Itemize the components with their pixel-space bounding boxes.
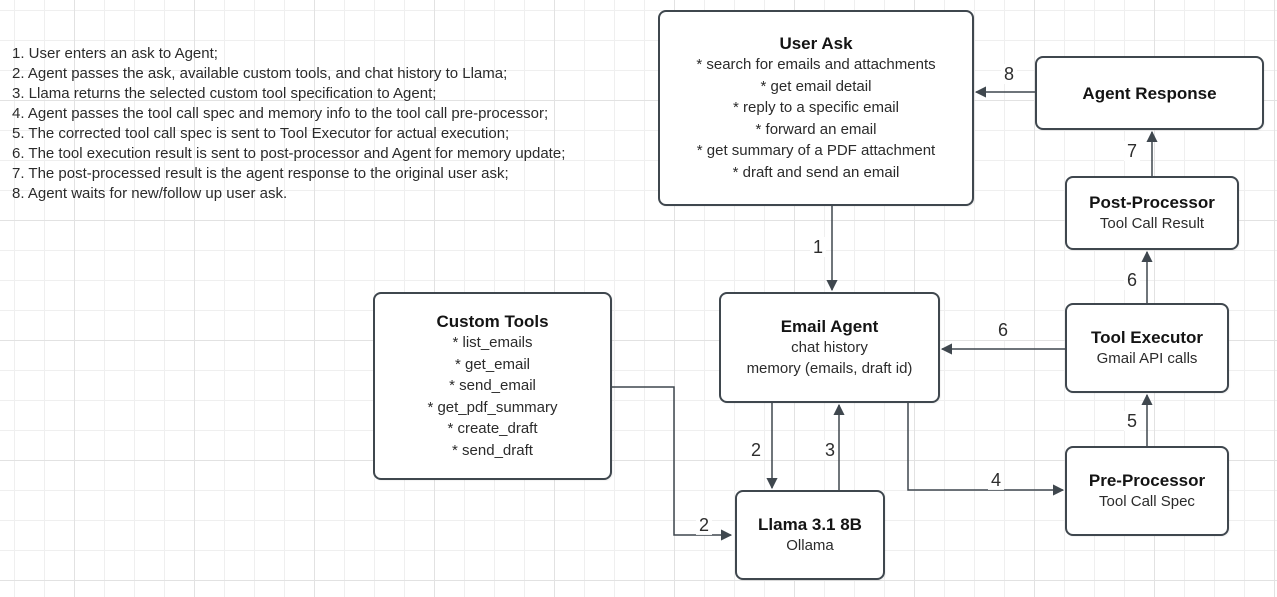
note-line: 1. User enters an ask to Agent; [12, 45, 218, 62]
note-line: 7. The post-processed result is the agen… [12, 165, 509, 182]
node-title: Llama 3.1 8B [758, 514, 862, 534]
custom-tool-item: * get_pdf_summary [427, 398, 558, 416]
edge-label-step7: 7 [1123, 141, 1141, 161]
edge-label-step6-agent: 6 [994, 320, 1012, 340]
edge-label-step3: 3 [821, 440, 839, 460]
note-line: 6. The tool execution result is sent to … [12, 145, 566, 162]
user-ask-item: * search for emails and attachments [696, 56, 936, 73]
node-title: User Ask [779, 34, 853, 53]
node-tool-executor[interactable]: Tool Executor Gmail API calls [1065, 303, 1229, 393]
node-subtitle: Tool Call Spec [1099, 492, 1195, 510]
node-title: Post-Processor [1089, 192, 1215, 212]
node-title: Tool Executor [1090, 327, 1204, 347]
node-user-ask[interactable]: User Ask * search for emails and attachm… [658, 10, 974, 206]
edge-label-step4: 4 [987, 470, 1005, 490]
custom-tool-item: * send_draft [452, 441, 533, 459]
note-line: 2. Agent passes the ask, available custo… [12, 65, 508, 82]
node-pre-processor[interactable]: Pre-Processor Tool Call Spec [1065, 446, 1229, 536]
user-ask-item: * reply to a specific email [733, 99, 899, 116]
node-title: Pre-Processor [1088, 470, 1206, 490]
node-custom-tools[interactable]: Custom Tools * list_emails * get_email *… [373, 292, 612, 480]
node-email-agent[interactable]: Email Agent chat history memory (emails,… [719, 292, 940, 403]
note-line: 5. The corrected tool call spec is sent … [12, 125, 510, 142]
node-llama[interactable]: Llama 3.1 8B Ollama [735, 490, 885, 580]
node-post-processor[interactable]: Post-Processor Tool Call Result [1065, 176, 1239, 250]
node-title: Agent Response [1082, 83, 1217, 103]
note-line: 3. Llama returns the selected custom too… [12, 85, 437, 102]
note-line: 8. Agent waits for new/follow up user as… [12, 185, 288, 202]
node-subtitle: Gmail API calls [1096, 349, 1198, 367]
user-ask-item: * forward an email [755, 120, 877, 138]
email-agent-line: chat history [791, 338, 868, 356]
note-line: 4. Agent passes the tool call spec and m… [12, 105, 549, 122]
edge-step4-agent-to-preprocessor [907, 403, 1065, 496]
user-ask-item: * get email detail [760, 77, 872, 95]
node-subtitle: Tool Call Result [1099, 214, 1205, 232]
node-subtitle: Ollama [786, 536, 834, 554]
custom-tool-item: * get_email [454, 355, 531, 373]
node-agent-response[interactable]: Agent Response [1035, 56, 1264, 130]
edge-step2-tools-to-llama [612, 386, 733, 541]
edge-label-step6-post: 6 [1123, 270, 1141, 290]
workflow-notes: 1. User enters an ask to Agent; 2. Agent… [12, 44, 565, 204]
custom-tool-item: * create_draft [447, 420, 538, 437]
edge-label-step8: 8 [1000, 64, 1018, 84]
edge-label-step2-tools: 2 [695, 515, 713, 535]
edge-label-step5: 5 [1123, 411, 1141, 431]
node-title: Custom Tools [436, 312, 549, 331]
edge-label-step2-agent: 2 [747, 440, 765, 460]
email-agent-line: memory (emails, draft id) [746, 360, 913, 377]
edge-label-step1: 1 [809, 237, 827, 257]
user-ask-item: * get summary of a PDF attachment [696, 142, 936, 159]
custom-tool-item: * list_emails [452, 334, 533, 351]
node-title: Email Agent [780, 316, 879, 336]
user-ask-item: * draft and send an email [732, 163, 900, 181]
custom-tool-item: * send_email [449, 377, 536, 394]
